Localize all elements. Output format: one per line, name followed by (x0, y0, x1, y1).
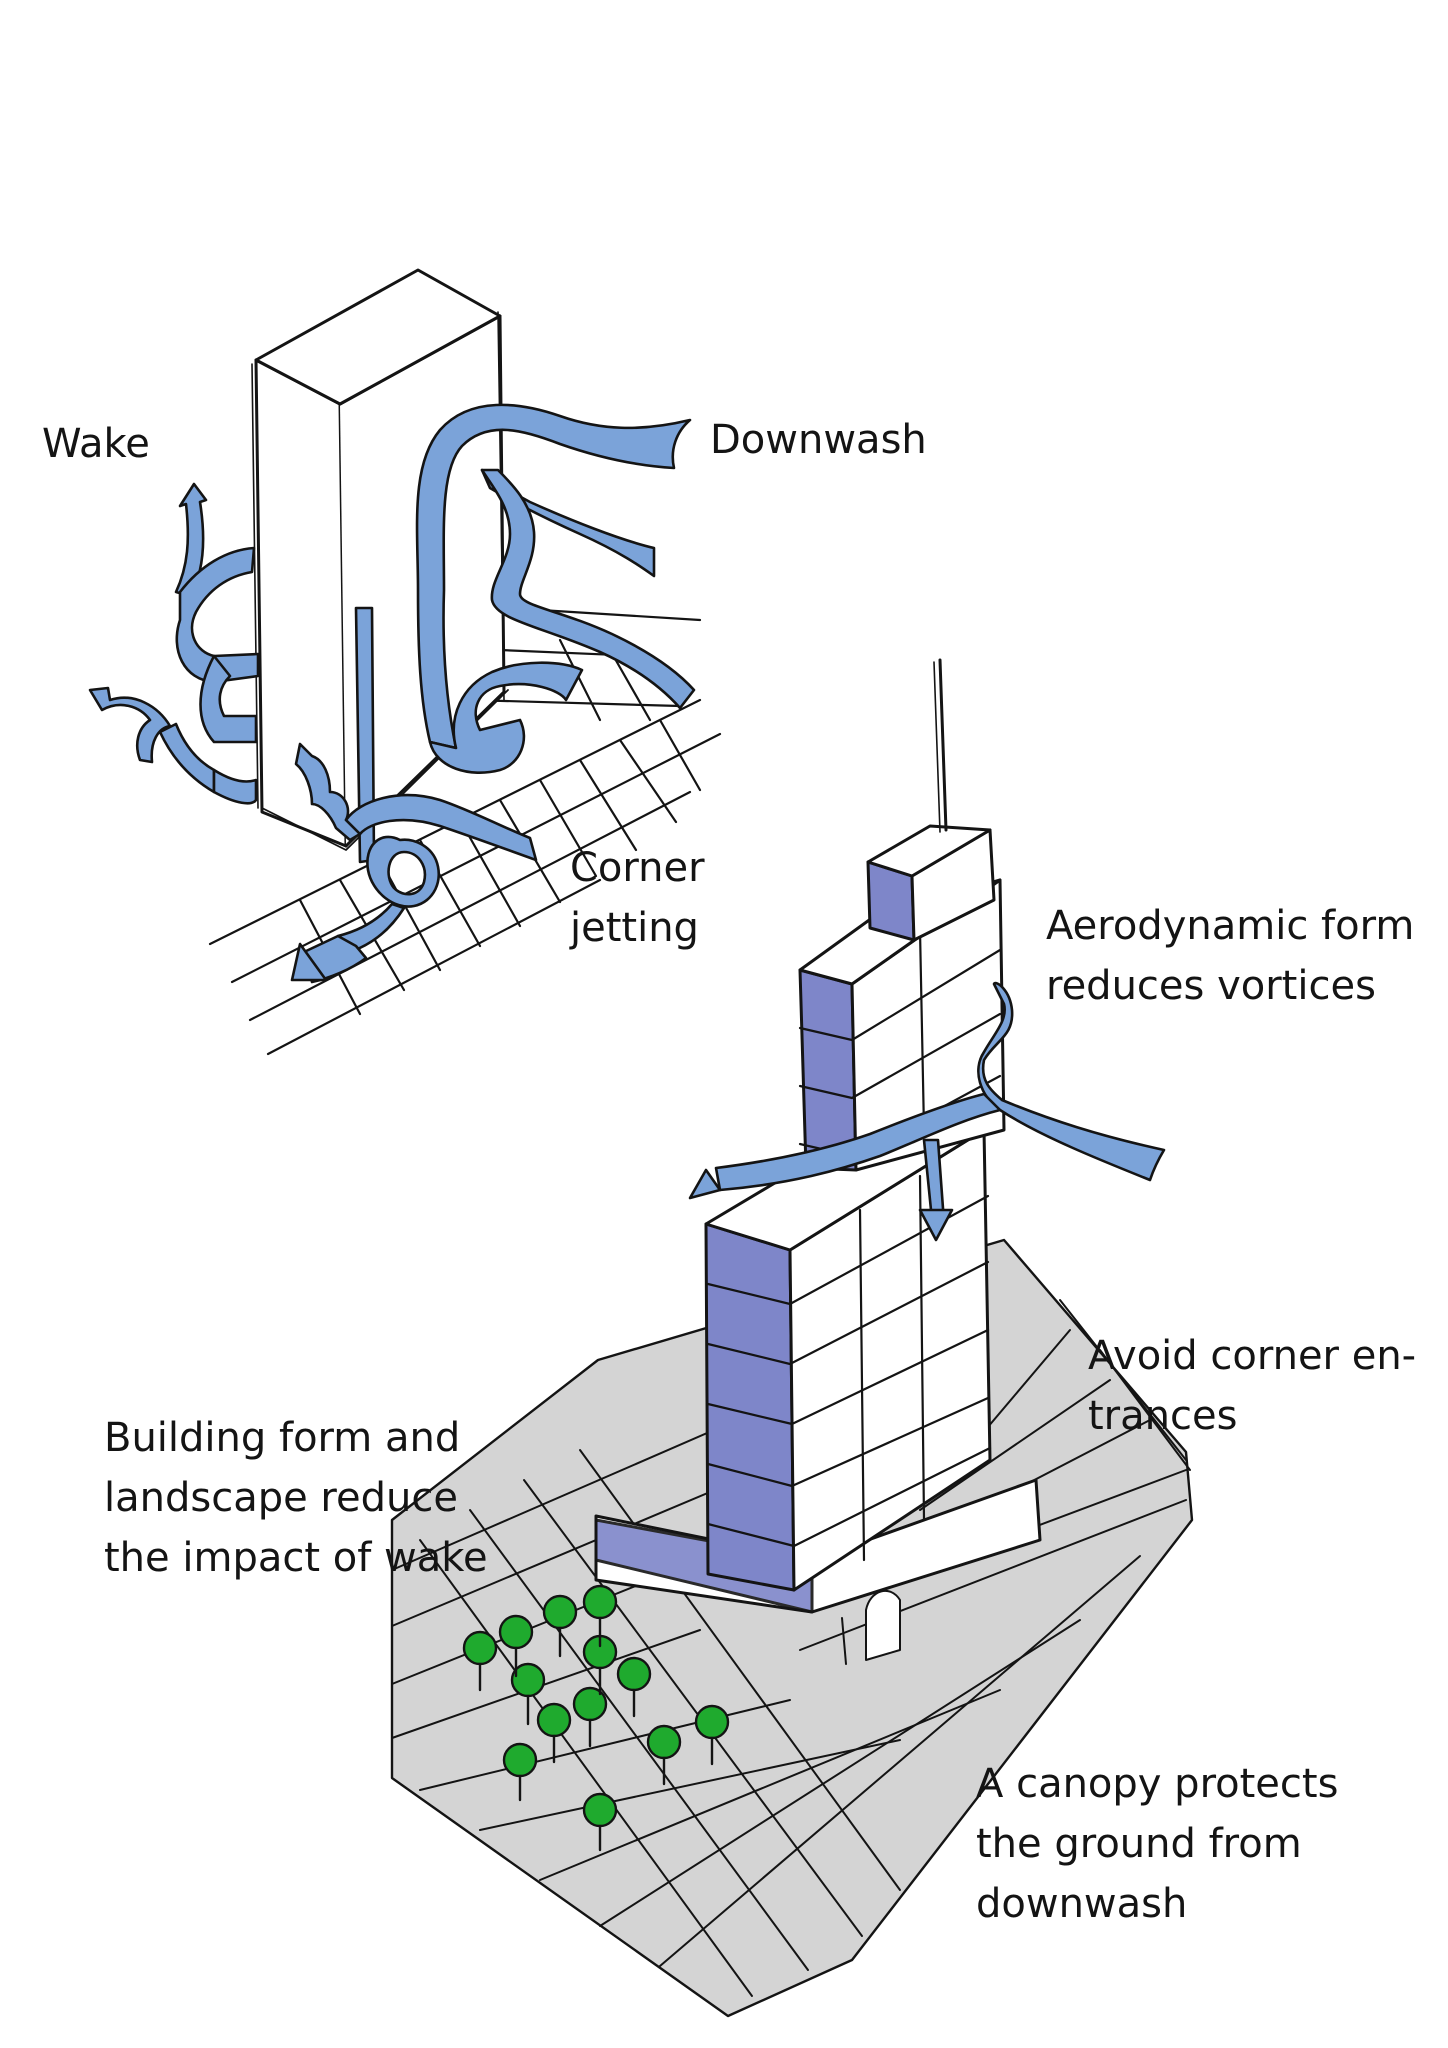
corner-jetting-line-2: jetting (570, 905, 699, 951)
aerodynamic-flow (688, 981, 1166, 1242)
lower-tower (594, 658, 1042, 1665)
building-form-line-3: the impact of wake (104, 1535, 488, 1581)
canopy-line-1: A canopy protects (976, 1761, 1339, 1807)
wake-label-line: Wake (42, 421, 150, 467)
wake-flow (88, 482, 260, 805)
aerodynamic-form-line-1: Aerodynamic form (1046, 903, 1415, 949)
canopy-line-3: downwash (976, 1881, 1188, 1927)
downwash-flow (415, 403, 692, 774)
downwash-label: Downwash (710, 410, 927, 470)
avoid-corner-entrances-label: Avoid corner en- trances (1088, 1326, 1416, 1446)
downwash-label-line: Downwash (710, 417, 927, 463)
canopy-label: A canopy protects the ground from downwa… (976, 1754, 1338, 1934)
canopy-line-2: the ground from (976, 1821, 1302, 1867)
corner-jetting-line-1: Corner (570, 845, 705, 891)
building-form-landscape-label: Building form and landscape reduce the i… (104, 1408, 488, 1588)
building-form-line-1: Building form and (104, 1415, 461, 1461)
wake-label: Wake (42, 414, 150, 474)
trees (462, 1584, 730, 1852)
side-flow-ribbons (480, 468, 696, 710)
aerodynamic-form-line-2: reduces vortices (1046, 963, 1376, 1009)
avoid-corner-line-2: trances (1088, 1393, 1238, 1439)
aerodynamic-form-label: Aerodynamic form reduces vortices (1046, 896, 1414, 1016)
building-form-line-2: landscape reduce (104, 1475, 458, 1521)
corner-jetting-flow (290, 606, 538, 984)
corner-jetting-label: Corner jetting (570, 838, 705, 958)
avoid-corner-line-1: Avoid corner en- (1088, 1333, 1417, 1379)
